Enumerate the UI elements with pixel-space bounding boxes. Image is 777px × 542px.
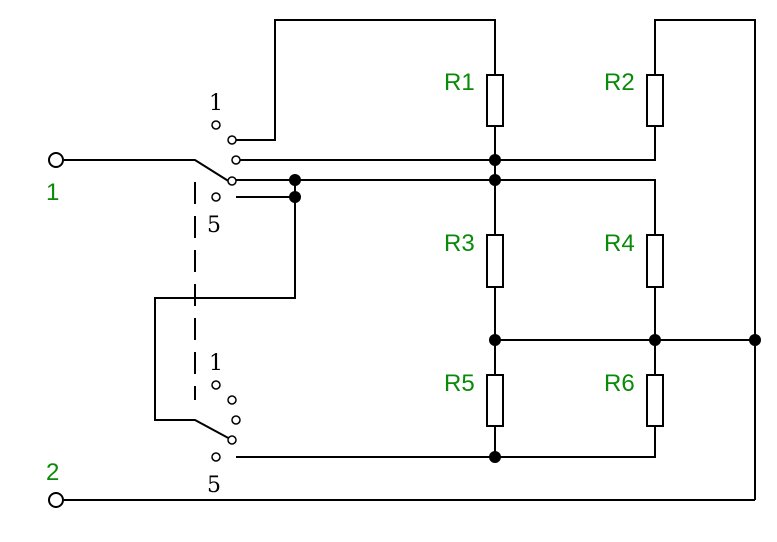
terminals [48, 152, 64, 508]
resistor-r1 [486, 74, 504, 127]
resistor-r3 [486, 234, 504, 288]
junction-dots [289, 154, 761, 463]
upper-switch-position-5-label: 5 [207, 213, 221, 238]
upper-switch-position-1-label: 1 [209, 91, 223, 116]
resistor-r4 [646, 234, 664, 288]
r1-label: R1 [444, 69, 475, 96]
r3-label: R3 [444, 230, 475, 257]
wires [64, 19, 756, 501]
r2-label: R2 [604, 69, 635, 96]
r6-label: R6 [604, 370, 635, 397]
resistor-r5 [486, 374, 504, 427]
r5-label: R5 [444, 370, 475, 397]
resistor-bodies [486, 74, 664, 427]
resistor-r6 [646, 374, 664, 427]
terminal-1-label: 1 [46, 179, 59, 206]
terminal-1-connector [48, 152, 64, 168]
terminal-2-connector [48, 492, 64, 508]
labels: 1 2 R1 R2 R3 R4 R5 R6 1 5 1 5 [46, 69, 635, 498]
lower-switch-position-1-label: 1 [209, 351, 223, 376]
r4-label: R4 [604, 230, 635, 257]
resistor-r2 [646, 74, 664, 127]
terminal-2-label: 2 [46, 459, 59, 486]
lower-switch-contacts [211, 380, 241, 462]
lower-switch-position-5-label: 5 [207, 473, 221, 498]
upper-switch-contacts [211, 120, 241, 202]
